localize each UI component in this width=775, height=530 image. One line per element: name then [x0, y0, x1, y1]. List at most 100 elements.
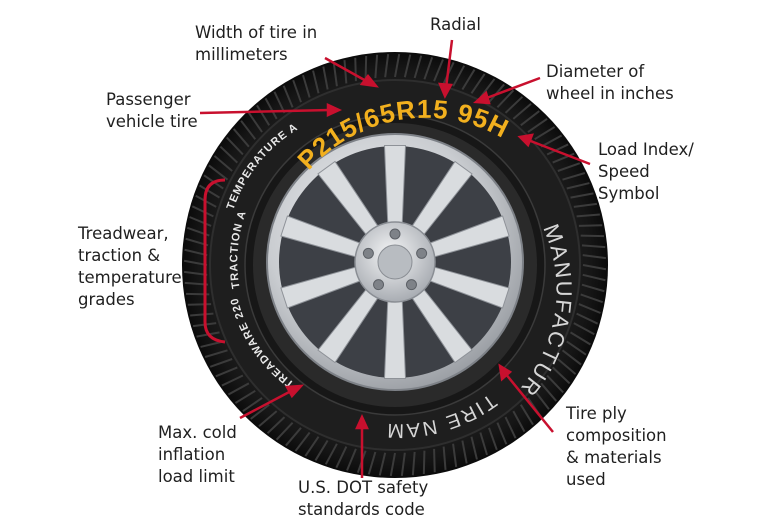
tread-groove	[557, 162, 581, 172]
tread-groove	[573, 202, 598, 208]
tread-groove	[488, 427, 498, 451]
tread-groove	[400, 452, 406, 477]
arrow-load-speed	[527, 138, 591, 166]
wheel-spoke	[383, 145, 407, 228]
tread-groove	[322, 66, 329, 90]
lug-nut	[362, 247, 374, 259]
tread-groove	[294, 431, 311, 452]
tread-groove	[389, 452, 396, 477]
tread-groove	[576, 312, 599, 325]
tread-groove	[240, 120, 257, 140]
tread-groove	[504, 96, 524, 114]
tread-groove	[578, 224, 603, 227]
tread-groove	[219, 145, 239, 164]
tread-groove	[581, 283, 605, 293]
callout-max-cold: Max. cold inflation load limit	[158, 423, 237, 486]
tread-groove	[461, 69, 476, 91]
tread-groove	[324, 443, 338, 465]
tread-groove	[562, 172, 586, 181]
tread-groove	[519, 404, 534, 426]
tread-groove	[292, 79, 302, 103]
pointer-arrows	[199, 39, 591, 478]
tread-groove	[580, 293, 604, 304]
callout-ply: Tire ply composition & materials used	[566, 404, 667, 489]
tread-groove	[576, 213, 600, 218]
wheel-spoke	[383, 296, 407, 379]
tread-groove	[250, 403, 270, 420]
tread-groove	[403, 54, 412, 78]
tread-groove	[582, 254, 607, 260]
arrow-diameter	[483, 76, 541, 101]
tread-groove	[569, 331, 591, 346]
tread-groove	[520, 110, 540, 127]
tread-groove	[282, 85, 294, 108]
tread-groove	[247, 112, 263, 133]
tread-groove	[552, 152, 575, 164]
tread-groove	[221, 374, 244, 387]
tread-groove	[578, 303, 601, 314]
tread-groove	[226, 136, 244, 156]
tread-groove	[512, 410, 526, 433]
tread-groove	[213, 155, 233, 172]
lug-nuts	[362, 228, 428, 291]
tread-groove	[581, 244, 606, 249]
tread-groove	[433, 448, 436, 473]
tread-groove	[364, 55, 368, 80]
tread-groove	[187, 303, 212, 306]
tread-groove	[234, 389, 256, 404]
tread-groove	[582, 264, 607, 271]
tread-groove	[413, 55, 423, 79]
wheel-spokes	[280, 145, 510, 379]
tread-groove	[461, 440, 468, 464]
tread-groove	[184, 248, 208, 257]
tread-groove	[540, 134, 563, 148]
tread-groove	[204, 349, 228, 358]
tread-groove	[580, 234, 605, 238]
tread-groove	[258, 410, 278, 428]
tread-groove	[452, 443, 458, 468]
tread-groove	[374, 54, 379, 79]
tread-groove	[411, 451, 416, 476]
tread-groove	[546, 374, 564, 394]
tread-groove	[422, 450, 426, 475]
callout-width: Width of tire in millimeters	[195, 23, 318, 64]
tread-groove	[534, 126, 556, 141]
tread-groove	[479, 432, 488, 456]
tread-groove	[227, 382, 250, 396]
callout-load-speed: Load Index/ Speed Symbol	[598, 140, 694, 203]
tread-groove	[232, 128, 250, 148]
tread-groove	[256, 104, 271, 126]
tread-groove	[378, 452, 387, 476]
tread-groove	[209, 358, 233, 368]
tread-groove	[183, 270, 208, 276]
tread-groove	[335, 446, 348, 469]
tread-groove	[527, 117, 548, 133]
tread-groove	[189, 216, 212, 227]
tread-groove	[199, 184, 221, 199]
tread-groove	[561, 349, 582, 366]
callout-dot: U.S. DOT safety standards code	[298, 478, 429, 519]
callout-diameter: Diameter of wheel in inches	[546, 62, 674, 103]
tread-groove	[573, 322, 595, 336]
tread-groove	[533, 390, 550, 410]
tread-groove	[302, 74, 311, 98]
tread-groove	[566, 340, 587, 356]
tread-groove	[285, 427, 302, 447]
tread-groove	[470, 73, 486, 94]
tread-groove	[183, 259, 208, 266]
callout-passenger: Passenger vehicle tire	[106, 90, 198, 131]
arrow-max-cold	[239, 388, 294, 420]
tread-groove	[312, 70, 320, 94]
tread-groove	[215, 366, 238, 378]
tread-groove	[332, 62, 338, 87]
tread-groove	[346, 448, 357, 471]
tread-groove	[191, 205, 214, 218]
tread-groove	[496, 422, 508, 445]
tread-groove	[273, 91, 286, 114]
callout-radial: Radial	[430, 15, 481, 34]
tread-groove	[557, 358, 577, 375]
lug-nut	[416, 247, 428, 259]
tread-groove	[264, 97, 278, 120]
arrow-radial	[444, 39, 454, 89]
